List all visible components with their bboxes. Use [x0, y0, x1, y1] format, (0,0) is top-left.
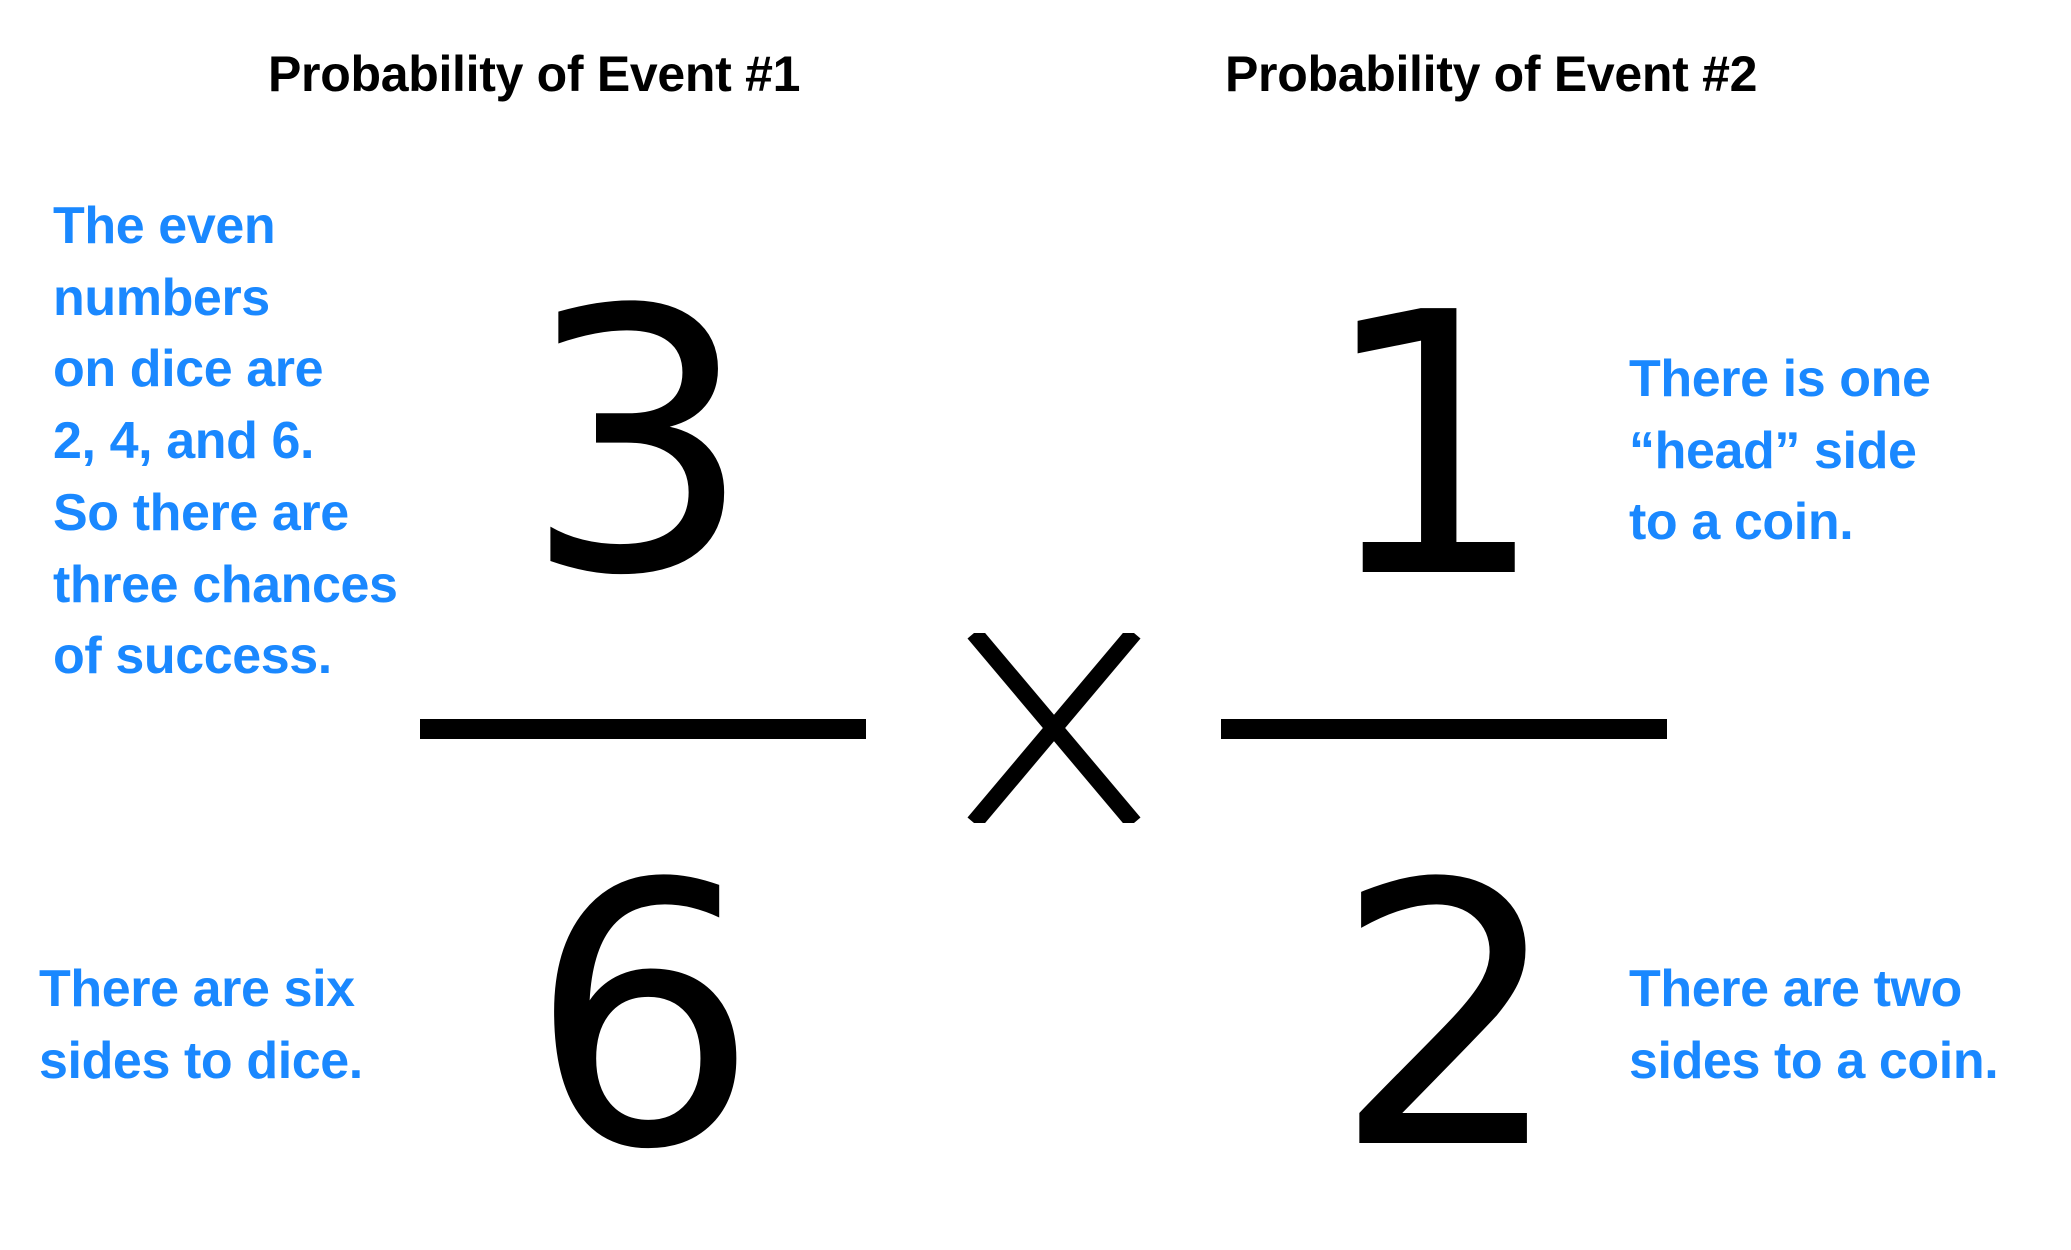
note-line: 2, 4, and 6. — [53, 412, 315, 471]
event1-numerator: 3 — [522, 234, 754, 655]
note-line: numbers — [53, 268, 270, 327]
event1-denominator: 6 — [528, 808, 760, 1229]
event2-denominator-note: There are two sides to a coin. — [1629, 954, 1999, 1097]
multiply-icon — [966, 633, 1142, 823]
note-line: “head” side — [1629, 421, 1917, 480]
event1-title: Probability of Event #1 — [268, 46, 801, 102]
note-line: sides to a coin. — [1629, 1031, 1999, 1090]
event2-numerator-note: There is one “head” side to a coin. — [1629, 344, 1931, 559]
note-line: to a coin. — [1629, 493, 1854, 552]
note-line: There are six — [39, 960, 355, 1018]
note-line: There is one — [1629, 350, 1931, 408]
event1-fraction-bar — [420, 719, 866, 739]
note-line: The even — [53, 197, 276, 255]
event2-title: Probability of Event #2 — [1225, 46, 1758, 102]
event1-numerator-note: The even numbers on dice are 2, 4, and 6… — [53, 191, 398, 693]
note-line: of success. — [53, 627, 332, 686]
event1-denominator-note: There are six sides to dice. — [39, 954, 363, 1097]
note-line: on dice are — [53, 340, 324, 399]
note-line: So there are — [53, 483, 349, 542]
event2-fraction-bar — [1221, 719, 1667, 739]
event2-denominator: 2 — [1332, 808, 1564, 1229]
note-line: There are two — [1629, 960, 1962, 1018]
note-line: sides to dice. — [39, 1031, 363, 1090]
note-line: three chances — [53, 555, 398, 614]
event2-numerator: 1 — [1317, 237, 1549, 658]
